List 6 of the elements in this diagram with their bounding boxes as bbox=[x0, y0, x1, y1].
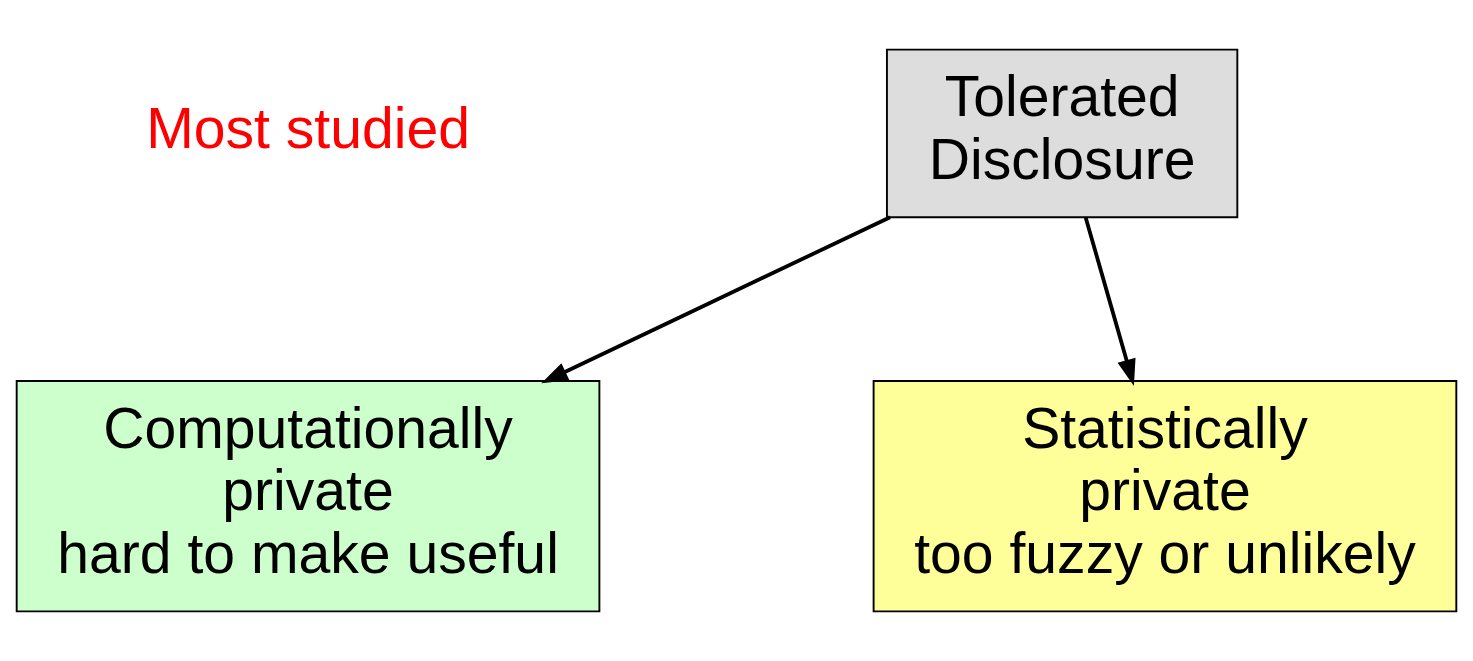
node-box: Computationally private hard to make useful bbox=[15, 380, 601, 613]
node-box: Statistically private too fuzzy or unlikely bbox=[872, 380, 1458, 613]
node-box: Tolerated Disclosure bbox=[886, 48, 1239, 219]
arrow bbox=[541, 215, 891, 384]
arrow bbox=[1083, 217, 1136, 386]
label: Most studied bbox=[146, 95, 470, 160]
